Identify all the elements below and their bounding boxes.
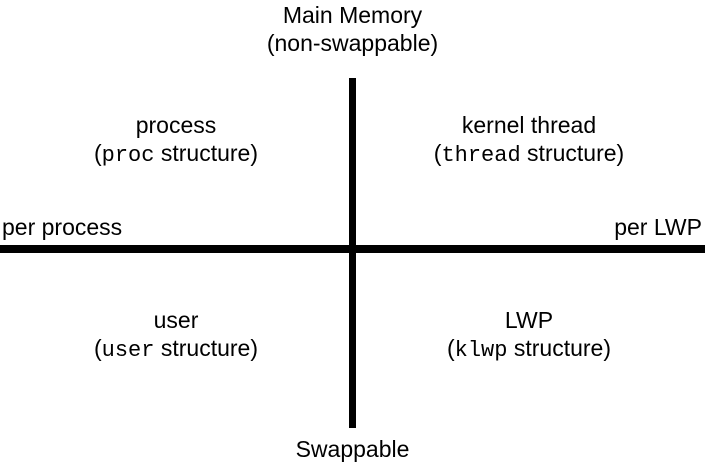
quadrant-kernel-thread: kernel thread (thread structure) — [353, 111, 705, 170]
quadrant-kernel-thread-structure: (thread structure) — [353, 139, 705, 170]
paren-open: ( — [93, 140, 102, 166]
structure-code-thread: thread — [441, 143, 521, 168]
vertical-axis-line — [349, 78, 356, 428]
top-axis-label-line1: Main Memory — [282, 2, 423, 28]
left-axis-label: per process — [2, 214, 123, 240]
structure-code-proc: proc — [101, 143, 155, 168]
bottom-axis-label: Swappable — [295, 436, 410, 462]
quadrant-user-structure: (user structure) — [0, 334, 352, 365]
paren-open: ( — [433, 140, 442, 166]
quadrant-lwp: LWP (klwp structure) — [353, 306, 705, 365]
structure-rest: structure) — [154, 335, 258, 361]
structure-code-klwp: klwp — [454, 338, 508, 363]
top-axis-label: Main Memory (non-swappable) — [0, 1, 705, 57]
right-axis-label: per LWP — [614, 214, 702, 240]
quadrant-process-structure: (proc structure) — [0, 139, 352, 170]
paren-open: ( — [93, 335, 102, 361]
quadrant-user-title: user — [153, 307, 199, 333]
quadrant-lwp-title: LWP — [504, 307, 554, 333]
structure-rest: structure) — [520, 140, 625, 166]
quadrant-lwp-structure: (klwp structure) — [353, 334, 705, 365]
paren-open: ( — [446, 335, 455, 361]
quadrant-process-title: process — [135, 112, 217, 138]
structure-code-user: user — [101, 338, 155, 363]
quadrant-kernel-thread-title: kernel thread — [461, 112, 597, 138]
top-axis-label-line2: (non-swappable) — [266, 30, 439, 56]
quadrant-user: user (user structure) — [0, 306, 352, 365]
horizontal-axis-line — [0, 245, 705, 253]
structure-rest: structure) — [507, 335, 611, 361]
quadrant-process: process (proc structure) — [0, 111, 352, 170]
structure-rest: structure) — [154, 140, 258, 166]
